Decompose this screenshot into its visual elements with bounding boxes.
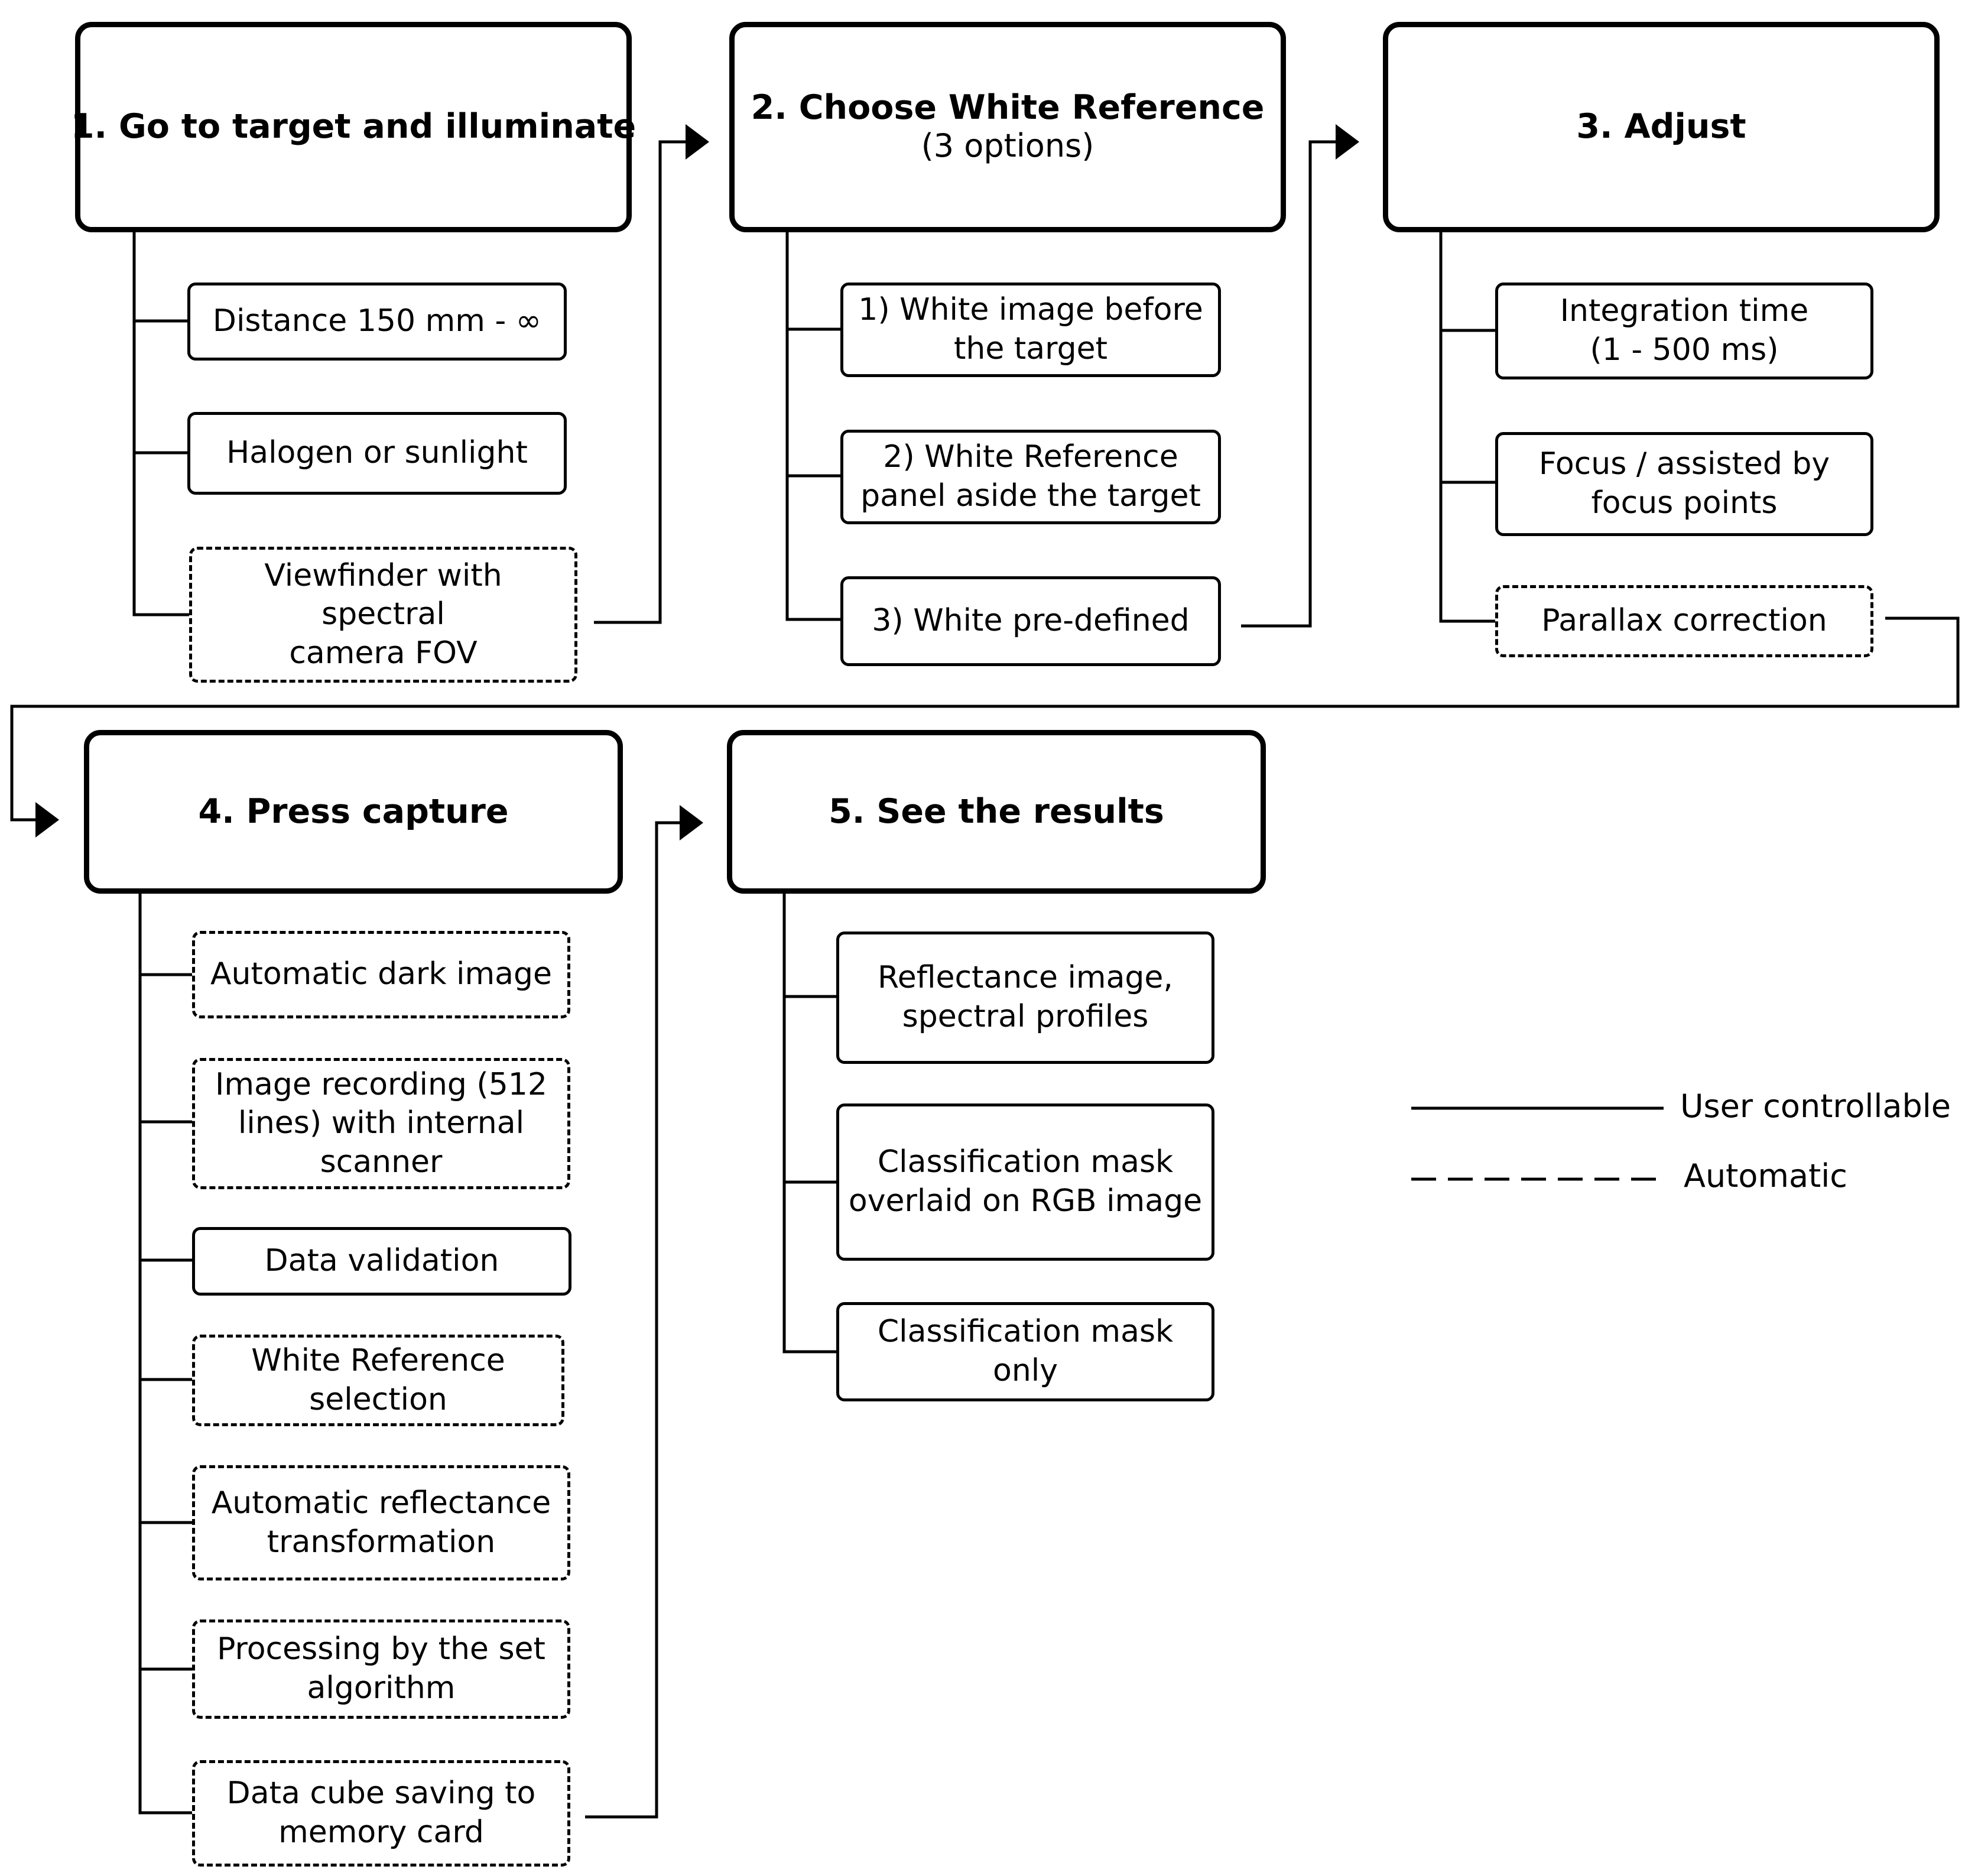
- item-label: Data validation: [264, 1243, 499, 1279]
- legend-automatic: Automatic: [1684, 1157, 1847, 1195]
- legend-user-controllable: User controllable: [1680, 1088, 1951, 1125]
- step4-tree-trunk: [138, 891, 195, 1815]
- step4-item-dark-image: Automatic dark image: [192, 931, 570, 1018]
- step2-item-white-panel: 2) White Reference panel aside the targe…: [840, 430, 1221, 524]
- step-3-title: 3. Adjust: [1576, 107, 1746, 147]
- step1-item-illumination: Halogen or sunlight: [187, 412, 567, 495]
- item-label: Automatic reflectance transformation: [211, 1485, 551, 1560]
- arrow-step3-to-step4: [10, 616, 1960, 822]
- step1-item-distance: Distance 150 mm - ∞: [187, 283, 567, 361]
- step-5-box: 5. See the results: [727, 730, 1266, 894]
- arrowhead: [1336, 124, 1359, 160]
- step1-tree-trunk: [132, 229, 192, 616]
- step4-item-image-recording: Image recording (512 lines) with interna…: [192, 1058, 570, 1189]
- step-1-box: 1. Go to target and illuminate: [71, 22, 636, 232]
- item-label: Image recording (512 lines) with interna…: [215, 1066, 547, 1180]
- step5-item-mask-only: Classification mask only: [836, 1302, 1214, 1401]
- step4-item-white-reference-selection: White Reference selection: [192, 1335, 564, 1426]
- step-2-box: 2. Choose White Reference (3 options): [729, 22, 1286, 232]
- step2-tree-trunk: [785, 229, 842, 621]
- item-label: 1) White image before the target: [858, 292, 1203, 366]
- step5-item-mask-overlaid: Classification mask overlaid on RGB imag…: [836, 1103, 1214, 1261]
- item-label: Halogen or sunlight: [226, 435, 528, 471]
- step4-item-reflectance-transformation: Automatic reflectance transformation: [192, 1465, 570, 1580]
- item-label: Data cube saving to memory card: [226, 1776, 536, 1850]
- step3-tree-trunk: [1439, 229, 1498, 623]
- arrow-step2-to-step3: [1241, 140, 1336, 628]
- item-label: Integration time (1 - 500 ms): [1560, 293, 1809, 368]
- item-label: Distance 150 mm - ∞: [212, 303, 542, 339]
- arrow-step1-to-step2: [594, 140, 686, 624]
- step-2-title: 2. Choose White Reference: [751, 87, 1265, 127]
- step2-item-white-image: 1) White image before the target: [840, 283, 1221, 377]
- item-label: Automatic dark image: [210, 956, 553, 992]
- step4-item-processing: Processing by the set algorithm: [192, 1619, 570, 1719]
- step-2-subtitle: (3 options): [921, 127, 1094, 165]
- step2-item-white-predefined: 3) White pre-defined: [840, 576, 1221, 666]
- item-label: Classification mask only: [877, 1314, 1174, 1388]
- step-4-title: 4. Press capture: [198, 791, 509, 831]
- item-label: White Reference selection: [251, 1342, 505, 1417]
- step4-item-data-cube-saving: Data cube saving to memory card: [192, 1760, 570, 1867]
- item-label: Processing by the set algorithm: [217, 1631, 545, 1706]
- step-3-box: 3. Adjust: [1383, 22, 1940, 232]
- step-4-box: 4. Press capture: [84, 730, 623, 894]
- item-label: Viewfinder with spectral camera FOV: [264, 557, 502, 671]
- item-label: Classification mask overlaid on RGB imag…: [848, 1144, 1203, 1219]
- step3-item-focus: Focus / assisted by focus points: [1495, 432, 1873, 536]
- step1-item-viewfinder: Viewfinder with spectral camera FOV: [189, 547, 577, 683]
- step5-tree-trunk: [782, 891, 839, 1354]
- item-label: Reflectance image, spectral profiles: [878, 960, 1173, 1034]
- step3-item-integration-time: Integration time (1 - 500 ms): [1495, 283, 1873, 379]
- arrowhead: [686, 124, 709, 160]
- step-1-title: 1. Go to target and illuminate: [70, 107, 636, 147]
- step4-item-data-validation: Data validation: [192, 1227, 571, 1296]
- arrow-step4-to-step5: [585, 821, 680, 1819]
- step5-item-reflectance-image: Reflectance image, spectral profiles: [836, 931, 1214, 1064]
- arrowhead: [35, 802, 59, 838]
- step-5-title: 5. See the results: [829, 791, 1164, 831]
- item-label: Focus / assisted by focus points: [1538, 446, 1830, 521]
- item-label: Parallax correction: [1541, 603, 1827, 639]
- arrowhead: [680, 805, 703, 840]
- step3-item-parallax: Parallax correction: [1495, 585, 1873, 657]
- item-label: 3) White pre-defined: [872, 603, 1190, 639]
- item-label: 2) White Reference panel aside the targe…: [860, 439, 1201, 514]
